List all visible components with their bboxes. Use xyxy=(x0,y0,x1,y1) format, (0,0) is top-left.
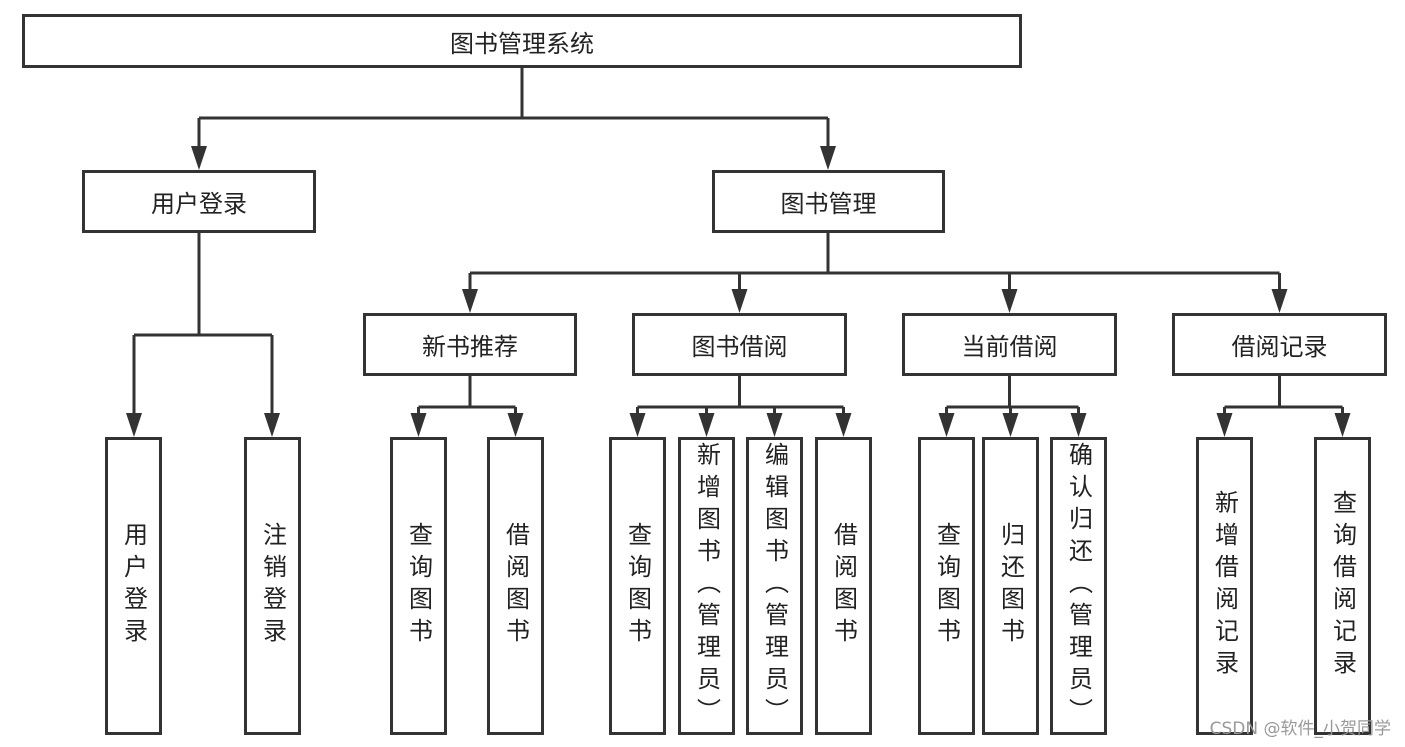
arrowhead-icon xyxy=(462,289,478,313)
arrowhead-icon xyxy=(410,413,427,437)
arrowhead-icon xyxy=(1271,289,1288,313)
arrowhead-icon xyxy=(731,289,748,313)
arrowhead-icon xyxy=(1001,289,1018,313)
level2-node: 借阅记录 xyxy=(1172,313,1387,376)
leaf-node: 编辑图书（管理员） xyxy=(746,437,803,735)
leaf-node: 借阅图书 xyxy=(815,437,872,735)
leaf-node: 查询图书 xyxy=(918,437,975,735)
level2-node: 当前借阅 xyxy=(902,313,1117,376)
level2-node: 新书推荐 xyxy=(363,313,577,376)
leaf-node: 归还图书 xyxy=(982,437,1039,735)
leaf-node: 查询借阅记录 xyxy=(1314,437,1371,735)
arrowhead-icon xyxy=(126,413,142,437)
root-node: 图书管理系统 xyxy=(22,14,1022,68)
leaf-node: 确认归还（管理员） xyxy=(1050,437,1107,735)
level2-node: 图书借阅 xyxy=(632,313,847,376)
arrowhead-icon xyxy=(1070,413,1087,437)
arrowhead-icon xyxy=(938,413,955,437)
arrowhead-icon xyxy=(264,413,280,437)
leaf-node: 借阅图书 xyxy=(487,437,544,735)
level1-node: 用户登录 xyxy=(82,170,316,233)
arrowhead-icon xyxy=(698,413,715,437)
leaf-node: 查询图书 xyxy=(609,437,666,735)
level1-node: 图书管理 xyxy=(712,170,945,233)
leaf-node: 新增图书（管理员） xyxy=(678,437,735,735)
leaf-node: 查询图书 xyxy=(390,437,447,735)
arrowhead-icon xyxy=(191,146,207,170)
arrowhead-icon xyxy=(629,413,646,437)
arrowhead-icon xyxy=(835,413,852,437)
leaf-node: 新增借阅记录 xyxy=(1196,437,1253,735)
arrowhead-icon xyxy=(507,413,524,437)
leaf-node: 用户登录 xyxy=(105,437,162,735)
leaf-node: 注销登录 xyxy=(244,437,301,735)
arrowhead-icon xyxy=(766,413,783,437)
arrowhead-icon xyxy=(1002,413,1019,437)
arrowhead-icon xyxy=(1216,413,1233,437)
arrowhead-icon xyxy=(1334,413,1351,437)
watermark: CSDN @软件_小贺同学 xyxy=(1209,719,1391,739)
arrowhead-icon xyxy=(820,146,836,170)
